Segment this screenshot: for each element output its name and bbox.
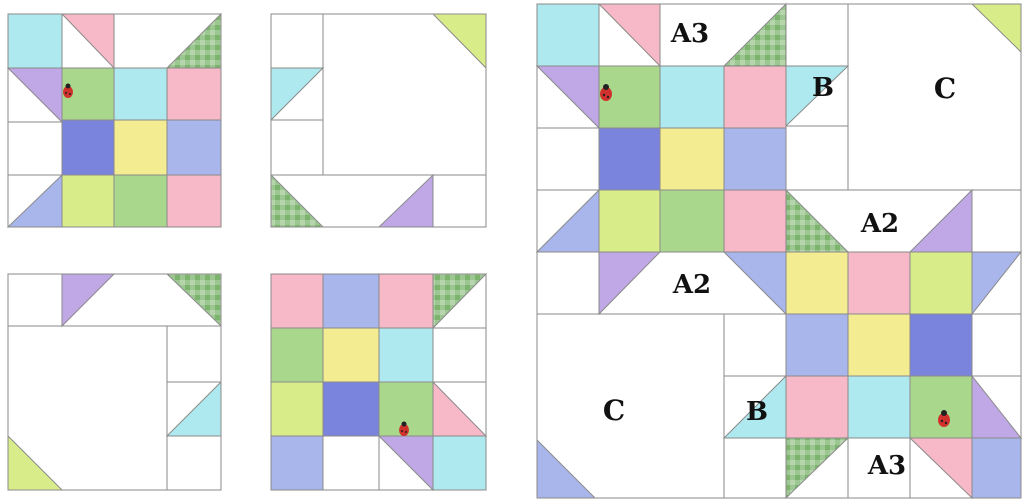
square-navy: [323, 382, 379, 436]
unit-bottom-left: [8, 274, 221, 490]
square-pink: [167, 68, 221, 120]
square-navy: [62, 120, 114, 175]
square-blue: [972, 438, 1021, 498]
square-lime: [62, 175, 114, 227]
square-lime: [599, 190, 660, 252]
square-blue: [167, 120, 221, 175]
square-aqua: [114, 68, 167, 120]
square-yellow: [848, 314, 910, 376]
unit-top-left: [8, 14, 221, 227]
square-pink: [786, 376, 848, 438]
assembled-block: A3 B C A2 A2 C B A3: [537, 4, 1021, 498]
square-aqua: [8, 14, 62, 68]
square-pink: [724, 66, 786, 128]
square-aqua: [433, 436, 486, 490]
square-lime: [910, 252, 972, 314]
square-lime: [271, 382, 323, 436]
square-yellow: [786, 252, 848, 314]
square-pink: [848, 252, 910, 314]
square-green: [660, 190, 724, 252]
label-a2-mid-left: A2: [672, 270, 711, 300]
label-a3-bottom: A3: [867, 451, 906, 481]
square-aqua: [379, 328, 433, 382]
label-a2-mid-right: A2: [860, 209, 899, 239]
square-blue: [271, 436, 323, 490]
square-green: [910, 376, 972, 438]
square-yellow: [660, 128, 724, 190]
square-blue: [323, 274, 379, 328]
square-aqua: [848, 376, 910, 438]
label-c-top: C: [934, 72, 956, 105]
square-aqua: [660, 66, 724, 128]
unit-top-middle: [271, 14, 486, 227]
label-b-bottom: B: [746, 397, 768, 427]
label-b-top: B: [812, 73, 834, 103]
square-green: [114, 175, 167, 227]
square-pink: [379, 274, 433, 328]
square-navy: [910, 314, 972, 376]
square-aqua: [537, 4, 599, 66]
square-green: [271, 328, 323, 382]
square-navy: [599, 128, 660, 190]
label-a3-top: A3: [670, 19, 709, 49]
square-pink: [724, 190, 786, 252]
square-pink: [167, 175, 221, 227]
square-pink: [271, 274, 323, 328]
square-yellow: [323, 328, 379, 382]
label-c-bottom: C: [603, 394, 625, 427]
square-blue: [724, 128, 786, 190]
unit-bottom-middle: [271, 274, 486, 490]
square-blue: [786, 314, 848, 376]
square-yellow: [114, 120, 167, 175]
